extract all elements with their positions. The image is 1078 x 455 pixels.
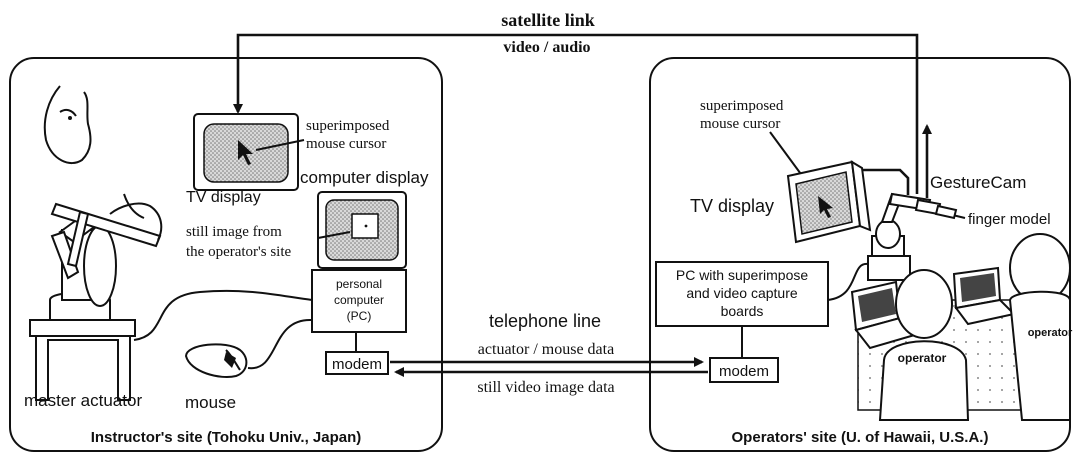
- instructor-cursor-leader: [255, 139, 305, 151]
- still-image-label-2: the operator's site: [186, 244, 292, 260]
- mouse-label: mouse: [185, 393, 236, 412]
- instructor-pc-label-2: computer: [334, 293, 384, 307]
- operator-pc-label-2: and video capture: [686, 285, 798, 301]
- satellite-video-audio-label: video / audio: [503, 39, 590, 56]
- operator-tv-display: [786, 160, 872, 244]
- operator-pc-label-1: PC with superimpose: [676, 267, 808, 283]
- actuator-cable: [133, 289, 313, 341]
- instructor-cursor-label-1: superimposed: [306, 118, 390, 134]
- operator-left-label: operator: [898, 351, 947, 365]
- gesturecam-robot: [867, 192, 958, 281]
- operator-pc-box: [655, 261, 829, 327]
- instructor-tv-display-label: TV display: [186, 189, 261, 206]
- actuator-mouse-data-label: actuator / mouse data: [478, 341, 614, 358]
- computer-display: [317, 191, 407, 269]
- instructor-site-frame: [9, 57, 443, 452]
- mouse-drawing: [184, 343, 248, 378]
- finger-model-label: finger model: [968, 211, 1051, 228]
- instructor-cursor-label-2: mouse cursor: [306, 136, 386, 152]
- operator-pc-camera-cable: [827, 262, 869, 301]
- operator-pc-label-3: boards: [721, 303, 764, 319]
- instructor-modem-box: [325, 351, 389, 375]
- instructor-tv-display: [193, 113, 299, 191]
- operator-right-label: operator: [1028, 327, 1073, 339]
- operator-tv-display-label: TV display: [690, 196, 774, 216]
- satellite-link-label: satellite link: [501, 10, 595, 30]
- mouse-cable: [247, 318, 313, 370]
- computer-display-label: computer display: [300, 168, 429, 187]
- instructor-site-caption: Instructor's site (Tohoku Univ., Japan): [91, 429, 362, 446]
- operator-cursor-label-1: superimposed: [700, 98, 784, 114]
- master-actuator-label: master actuator: [24, 391, 142, 410]
- still-video-data-label: still video image data: [477, 379, 614, 396]
- operator-person-right: [1008, 233, 1071, 421]
- operator-cursor-label-2: mouse cursor: [700, 116, 780, 132]
- telephone-line-label: telephone line: [489, 311, 601, 331]
- laptop-right: [952, 266, 1017, 326]
- instructor-pc-label-3: (PC): [347, 309, 372, 323]
- master-actuator-drawing: [29, 193, 163, 401]
- instructor-face-sketch: [43, 85, 92, 165]
- operator-site-caption: Operators' site (U. of Hawaii, U.S.A.): [732, 429, 989, 446]
- operator-modem-box: [709, 357, 779, 383]
- gesturecam-label: GestureCam: [930, 173, 1026, 192]
- instructor-pc-box: [311, 269, 407, 333]
- instructor-modem-label: modem: [332, 356, 382, 373]
- operator-site-frame: [649, 57, 1071, 452]
- telephone-line: [390, 357, 708, 377]
- still-image-label-1: still image from: [186, 224, 282, 240]
- operator-person-left: [878, 269, 970, 421]
- operator-modem-label: modem: [719, 363, 769, 380]
- instructor-pc-label-1: personal: [336, 277, 382, 291]
- still-image-leader: [317, 231, 351, 239]
